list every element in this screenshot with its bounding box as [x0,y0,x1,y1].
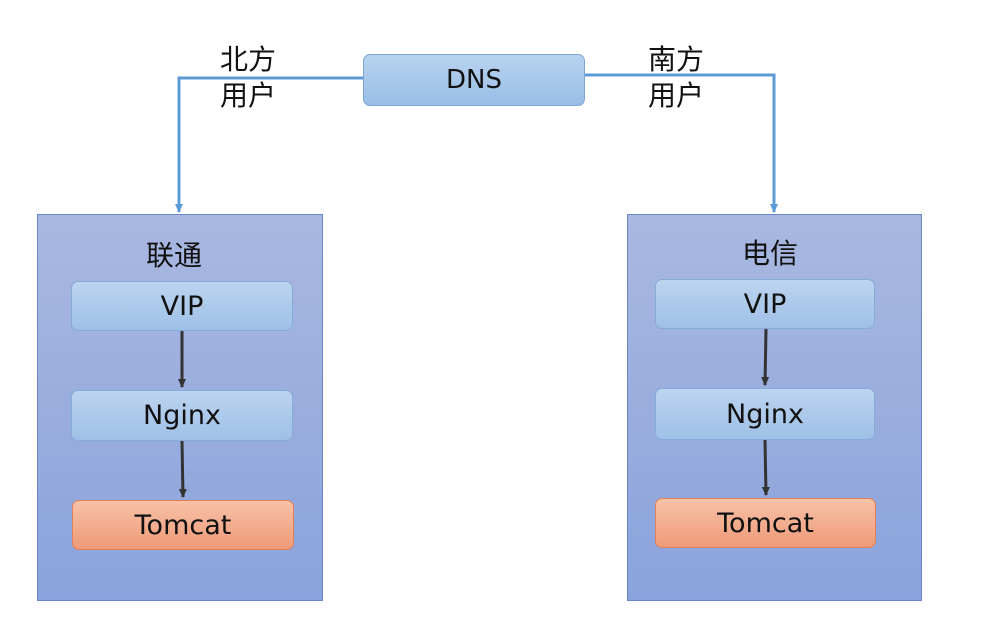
right-tomcat-label: Tomcat [717,507,814,539]
right-nginx-node: Nginx [655,388,875,440]
south-users-label: 南方 用户 [648,42,704,114]
north-users-line2: 用户 [220,79,277,112]
right-vip-label: VIP [743,288,787,320]
right-tomcat-node: Tomcat [655,498,876,548]
left-tomcat-node: Tomcat [72,500,294,550]
unicom-title: 联通 [146,239,203,272]
north-users-label: 北方 用户 [220,42,276,114]
left-tomcat-label: Tomcat [134,509,232,541]
left-vip-label: VIP [160,290,204,322]
dns-node: DNS [363,54,585,106]
left-nginx-node: Nginx [71,390,293,441]
north-users-line1: 北方 [220,43,277,76]
dns-label: DNS [446,65,502,95]
left-nginx-label: Nginx [143,400,221,431]
right-vip-node: VIP [655,279,875,329]
telecom-title: 电信 [742,237,799,270]
right-nginx-label: Nginx [726,398,804,430]
left-vip-node: VIP [71,281,293,331]
south-users-line2: 用户 [648,79,705,112]
south-users-line1: 南方 [648,43,705,76]
